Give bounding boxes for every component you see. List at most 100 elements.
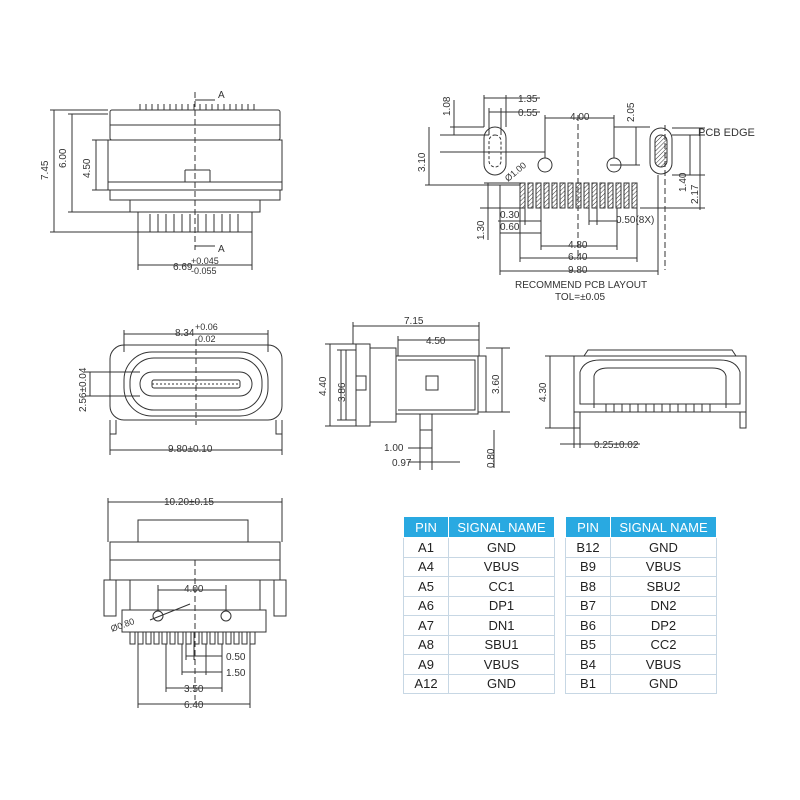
dim-pcb-205: 2.05 <box>626 102 637 122</box>
dim-pcb-400: 4.00 <box>570 112 590 123</box>
pin-cell: A12 <box>403 673 449 694</box>
pin-cell: B1 <box>565 673 611 694</box>
bottom-view-pins <box>129 631 256 645</box>
dim-front-980: 9.80±0.10 <box>168 444 213 455</box>
dim-side-669: 6.69 <box>173 262 193 273</box>
signal-cell: GND <box>448 673 555 694</box>
dim-mid-386: 3.86 <box>337 382 348 402</box>
dim-pcb-050-8x: 0.50(8X) <box>616 215 654 226</box>
dim-bottom-1020: 10.20±0.15 <box>164 497 214 508</box>
dim-side-745: 7.45 <box>40 160 51 180</box>
label-pcb-edge: PCB EDGE <box>698 127 755 139</box>
pin-cell: A5 <box>403 576 449 597</box>
dim-rear-430: 4.30 <box>538 382 549 402</box>
section-a-top-label: A <box>218 90 225 101</box>
pin-cell: A1 <box>403 537 449 558</box>
pin-table-header: PIN SIGNAL NAME <box>565 516 717 538</box>
dim-pcb-030: 0.30 <box>500 210 520 221</box>
signal-cell: DN2 <box>610 595 717 616</box>
dim-mid-097: 0.97 <box>392 458 412 469</box>
header-pin: PIN <box>403 516 449 538</box>
dim-front-834-tol-plus: +0.06 <box>195 322 218 332</box>
pin-cell: B5 <box>565 634 611 655</box>
pin-cell: B9 <box>565 556 611 577</box>
signal-cell: GND <box>448 537 555 558</box>
pin-cell: A8 <box>403 634 449 655</box>
dim-mid-080: 0.80 <box>486 448 497 468</box>
dim-pcb-060: 0.60 <box>500 222 520 233</box>
signal-cell: VBUS <box>610 556 717 577</box>
dim-side-669-tol-minus: -0.055 <box>191 266 217 276</box>
pin-cell: B6 <box>565 615 611 636</box>
dim-rear-025: 0.25±0.02 <box>594 440 639 451</box>
dim-pcb-135: 1.35 <box>518 94 538 105</box>
dim-pcb-dia100: Ø1.00 <box>503 160 528 183</box>
signal-cell: CC1 <box>448 576 555 597</box>
dim-pcb-140: 1.40 <box>678 172 689 192</box>
pcb-pads <box>519 182 638 209</box>
header-signal-name: SIGNAL NAME <box>448 516 555 538</box>
pin-cell: B8 <box>565 576 611 597</box>
dim-front-834: 8.34 <box>175 328 195 339</box>
signal-cell: DN1 <box>448 615 555 636</box>
dim-pcb-055: 0.55 <box>518 108 538 119</box>
pin-cell: A9 <box>403 654 449 675</box>
pin-cell: A4 <box>403 556 449 577</box>
dim-mid-715: 7.15 <box>404 316 424 327</box>
side-profile-view <box>325 322 510 470</box>
pin-cell: B4 <box>565 654 611 675</box>
signal-cell: SBU2 <box>610 576 717 597</box>
signal-cell: VBUS <box>448 556 555 577</box>
signal-cell: VBUS <box>610 654 717 675</box>
signal-cell: DP2 <box>610 615 717 636</box>
dim-side-669-tol-plus: +0.045 <box>191 256 219 266</box>
dim-bottom-640: 6.40 <box>184 700 204 711</box>
signal-cell: VBUS <box>448 654 555 675</box>
dim-bottom-400: 4.00 <box>184 584 204 595</box>
rear-view <box>545 349 747 448</box>
signal-cell: DP1 <box>448 595 555 616</box>
pcb-layout <box>425 95 705 275</box>
header-pin: PIN <box>565 516 611 538</box>
pin-cell: A7 <box>403 615 449 636</box>
bottom-view <box>103 498 287 708</box>
pcb-layout-tolerance: TOL=±0.05 <box>555 292 605 303</box>
dim-pcb-108: 1.08 <box>442 96 453 116</box>
dim-mid-440: 4.40 <box>318 376 329 396</box>
dim-pcb-640: 6.40 <box>568 252 588 263</box>
dim-bottom-150: 1.50 <box>226 668 246 679</box>
rear-view-pins <box>605 404 711 412</box>
dim-pcb-480: 4.80 <box>568 240 588 251</box>
dim-pcb-217: 2.17 <box>690 184 701 204</box>
pin-table-header: PIN SIGNAL NAME <box>403 516 555 538</box>
dim-front-834-tol-minus: -0.02 <box>195 334 216 344</box>
signal-cell: GND <box>610 673 717 694</box>
front-view <box>85 330 283 455</box>
section-a-bottom-label: A <box>218 244 225 255</box>
dim-pcb-130: 1.30 <box>476 220 487 240</box>
signal-cell: CC2 <box>610 634 717 655</box>
dim-pcb-310: 3.10 <box>417 152 428 172</box>
pin-cell: B7 <box>565 595 611 616</box>
dim-mid-100: 1.00 <box>384 443 404 454</box>
dim-mid-450: 4.50 <box>426 336 446 347</box>
side-view-pins <box>139 104 255 232</box>
dim-front-256: 2.56±0.04 <box>78 367 89 412</box>
